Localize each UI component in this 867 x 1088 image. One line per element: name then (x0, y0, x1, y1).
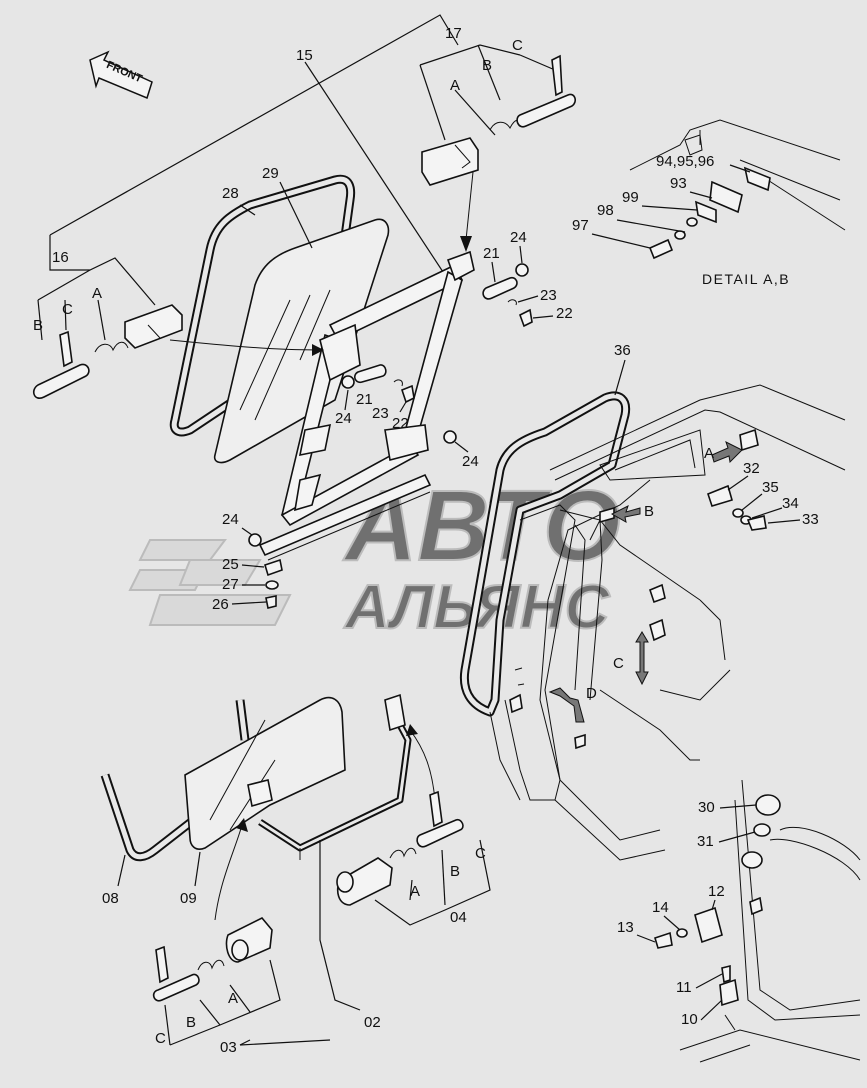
grommet-24-right (443, 430, 457, 444)
label-17-c: C (512, 37, 523, 54)
group-03-bracket (164, 959, 281, 1046)
group-16-bracket (37, 235, 156, 341)
cab-arrow-b-icon (610, 505, 641, 523)
label-23b: 23 (372, 405, 389, 422)
label-93: 93 (670, 175, 687, 192)
label-28: 28 (222, 185, 239, 202)
label-31: 31 (697, 833, 714, 850)
label-32: 32 (743, 460, 760, 477)
label-24c: 24 (462, 453, 479, 470)
label-22a: 22 (556, 305, 573, 322)
detail-ab-panel (629, 119, 846, 260)
detail-caption: DETAIL A,B (702, 271, 790, 287)
group-04-bracket (374, 839, 491, 926)
label-30: 30 (698, 799, 715, 816)
assembly-arrowhead-17-icon (460, 236, 472, 252)
label-11: 11 (676, 979, 692, 996)
label-04: 04 (450, 909, 467, 926)
assembly-arrowhead-16-icon (312, 344, 324, 356)
label-25: 25 (222, 556, 239, 573)
front-arrow-icon: FRONT (89, 50, 153, 100)
lock-assembly-03 (152, 917, 273, 1002)
label-27: 27 (222, 576, 239, 593)
lock-assembly-17 (421, 54, 577, 186)
hardware-upper-right (482, 263, 533, 328)
window-glass-29 (213, 218, 390, 464)
label-23a: 23 (540, 287, 557, 304)
label-03-b: B (186, 1014, 196, 1031)
label-16-c: C (62, 301, 73, 318)
lock-assembly-16 (32, 304, 324, 399)
label-04-b: B (450, 863, 460, 880)
label-08: 08 (102, 890, 119, 907)
label-12: 12 (708, 883, 725, 900)
assembly-arrowhead-03-icon (236, 818, 248, 832)
window-frame-15 (280, 250, 475, 527)
door-bottom-right-detail (654, 779, 861, 1063)
label-cab-b: B (644, 503, 654, 520)
label-29: 29 (262, 165, 279, 182)
label-34: 34 (782, 495, 799, 512)
label-35: 35 (762, 479, 779, 496)
label-13: 13 (617, 919, 634, 936)
label-24b: 24 (335, 410, 352, 427)
lock-assembly-04 (336, 790, 464, 906)
label-16-b: B (33, 317, 43, 334)
leader-02 (319, 840, 361, 1011)
label-33: 33 (802, 511, 819, 528)
frame-02 (247, 693, 412, 860)
label-21a: 21 (483, 245, 500, 262)
label-cab-a: A (704, 445, 714, 462)
label-10: 10 (681, 1011, 698, 1028)
assembly-arrowhead-04-icon (406, 724, 418, 736)
label-cab-c: C (613, 655, 624, 672)
cab-arrow-c-icon (635, 631, 649, 686)
assembly-arrow-17 (465, 171, 474, 241)
leader-15 (304, 61, 446, 276)
label-22b: 22 (392, 415, 409, 432)
label-17-b: B (482, 57, 492, 74)
label-03-c: C (155, 1030, 166, 1047)
glass-09 (184, 696, 346, 850)
label-04-a: A (410, 883, 420, 900)
label-17-a: A (450, 77, 460, 94)
label-17: 17 (445, 25, 462, 42)
cab-arrow-a-icon (711, 441, 743, 464)
label-26: 26 (212, 596, 229, 613)
label-14: 14 (652, 899, 669, 916)
label-03: 03 (220, 1039, 237, 1056)
label-09: 09 (180, 890, 197, 907)
hardware-middle (341, 364, 415, 404)
hardware-32-35 (707, 484, 767, 531)
guide-rail (258, 473, 432, 561)
label-03-a: A (228, 990, 238, 1007)
label-cab-d: D (586, 685, 597, 702)
group-17-bracket (49, 14, 556, 236)
label-15: 15 (296, 47, 313, 64)
label-99: 99 (622, 189, 639, 206)
label-36: 36 (614, 342, 631, 359)
label-16-a: A (92, 285, 102, 302)
label-97: 97 (572, 217, 589, 234)
label-98: 98 (597, 202, 614, 219)
label-16: 16 (52, 249, 69, 266)
label-24a: 24 (510, 229, 527, 246)
label-04-c: C (475, 845, 486, 862)
label-02: 02 (364, 1014, 381, 1031)
label-94-95-96: 94,95,96 (656, 153, 714, 170)
cab-body (489, 384, 846, 861)
cab-arrow-d-icon (548, 687, 585, 723)
label-24d: 24 (222, 511, 239, 528)
label-21b: 21 (356, 391, 373, 408)
hardware-lower-left (248, 533, 283, 609)
